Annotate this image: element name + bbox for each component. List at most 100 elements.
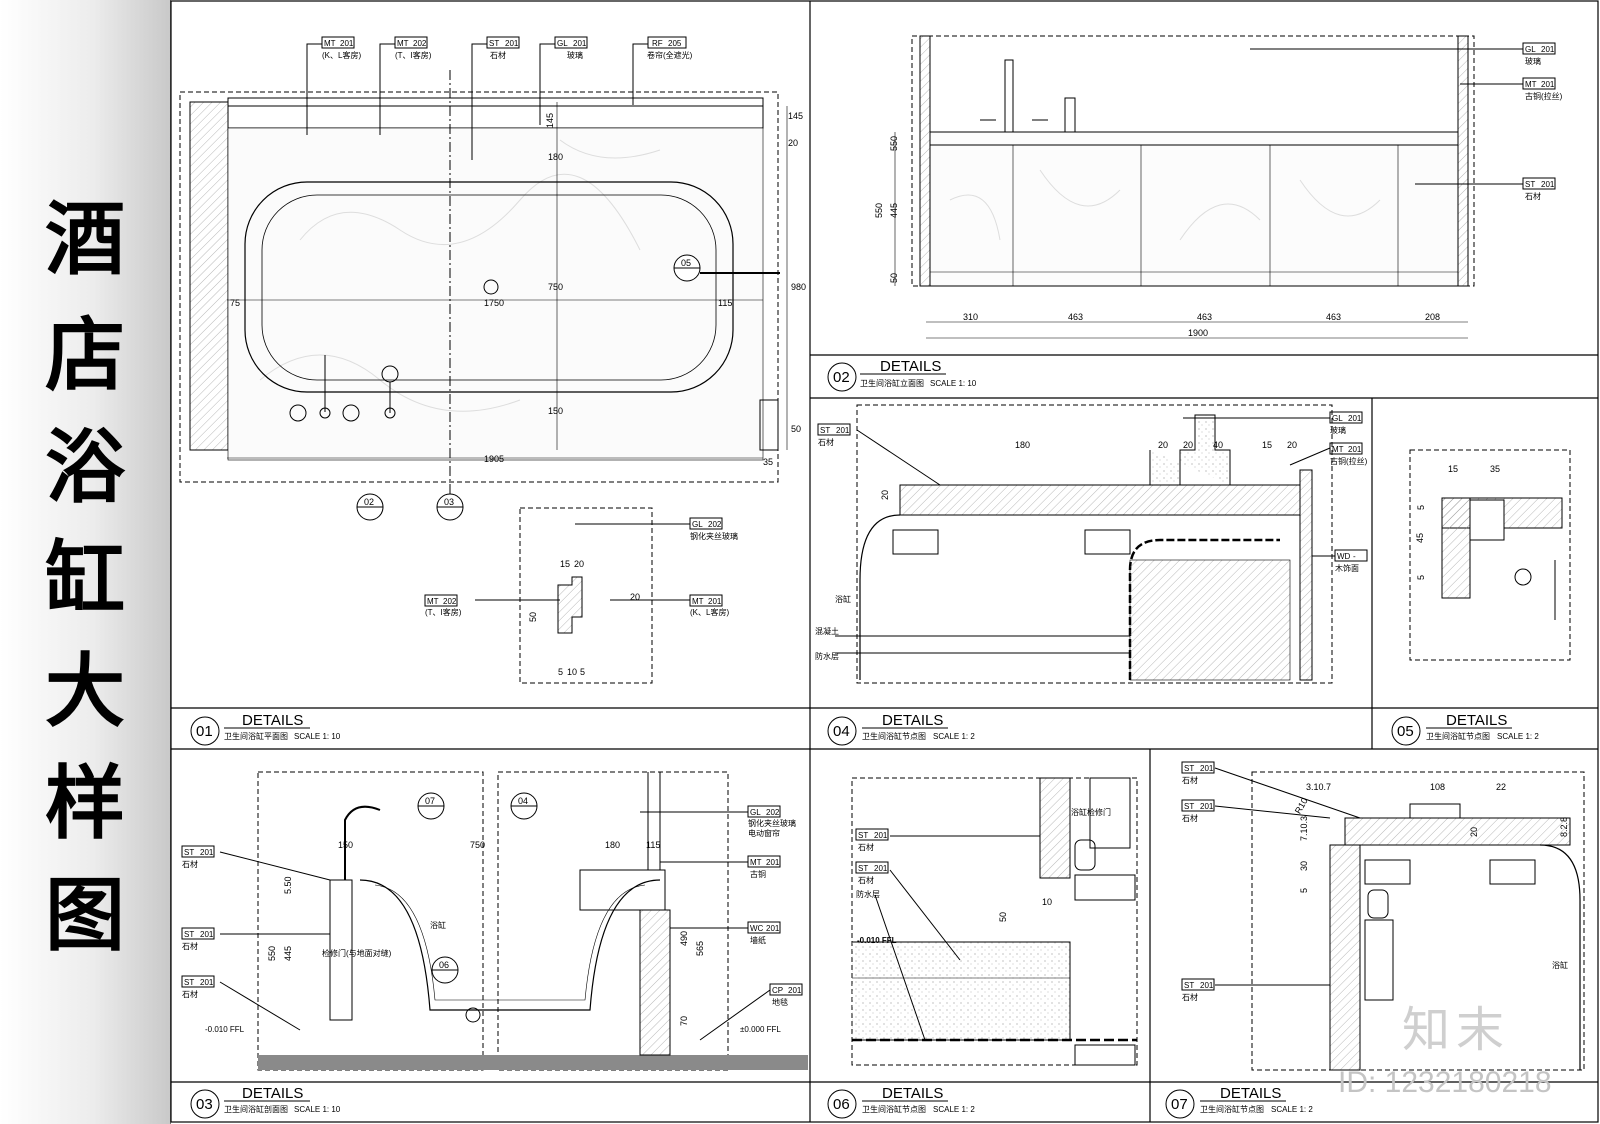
watermark-logo: 知末 xyxy=(1402,1002,1511,1058)
drawing-label: 201 xyxy=(708,597,722,606)
drawing-label: MT xyxy=(750,858,762,867)
drawing-label: SCALE 1: 10 xyxy=(930,379,977,388)
drawing-label: MT xyxy=(397,39,409,48)
drawing-label: WC xyxy=(750,924,764,933)
drawing-label: 8.2.8 xyxy=(1559,817,1569,837)
drawing-label: 15 xyxy=(560,559,570,569)
drawing-label: ST xyxy=(1184,981,1194,990)
title-char: 酒 xyxy=(45,193,125,286)
drawing-label: -0.010 FFL xyxy=(205,1025,245,1034)
drawing-label: 463 xyxy=(1068,312,1083,322)
drawing-label: 05 xyxy=(1397,723,1414,740)
watermark-id: ID: 1232180218 xyxy=(1338,1066,1552,1099)
drawing-label: 浴缸 xyxy=(1552,960,1568,970)
drawing-label: ST xyxy=(489,39,499,48)
drawing-label: 40 xyxy=(1213,440,1223,450)
drawing-label: DETAILS xyxy=(242,1085,303,1102)
drawing-label: 3.10.7 xyxy=(1306,782,1331,792)
drawing-label: GL xyxy=(1525,45,1536,54)
drawing-label: 201 xyxy=(1200,981,1214,990)
drawing-label: 201 xyxy=(1541,80,1555,89)
drawing-label: 石材 xyxy=(1182,992,1198,1002)
drawing-label: 150 xyxy=(338,840,353,850)
drawing-label: 201 xyxy=(200,848,214,857)
section-callout-02: 02 xyxy=(356,493,384,521)
drawing-label: 石材 xyxy=(1182,813,1198,823)
drawing-label: 03 xyxy=(444,497,454,507)
dim-label: 180 xyxy=(548,152,563,162)
drawing-label: 玻璃 xyxy=(1330,425,1346,435)
title-char: 样 xyxy=(45,757,125,850)
dim-label: 1905 xyxy=(484,454,504,464)
drawing-label: DETAILS xyxy=(1220,1085,1281,1102)
drawing-label: 201 xyxy=(874,864,888,873)
title-char: 大 xyxy=(45,645,125,738)
drawing-label: DETAILS xyxy=(880,358,941,375)
sheet-frame xyxy=(170,0,1599,1123)
title-char: 浴 xyxy=(45,421,125,514)
dim-label: 35 xyxy=(763,457,773,467)
drawing-label: 70 xyxy=(679,1016,689,1026)
drawing-label: ST xyxy=(184,930,194,939)
drawing-label: 古铜(拉丝) xyxy=(1330,456,1368,466)
drawing-label: 卷帘(全遮光) xyxy=(647,50,693,60)
drawing-label: 02 xyxy=(364,497,374,507)
drawing-label: 445 xyxy=(889,203,899,218)
drawing-label: MT xyxy=(1332,445,1344,454)
drawing-label: 202 xyxy=(413,39,427,48)
drawing-label: RF xyxy=(652,39,663,48)
drawing-label: 卫生间浴缸立面图 xyxy=(860,378,924,388)
dim-label: 1750 xyxy=(484,298,504,308)
drawing-label: 卫生间浴缸剖面图 xyxy=(224,1104,288,1114)
drawing-label: 490 xyxy=(679,931,689,946)
dim-label: 150 xyxy=(548,406,563,416)
drawing-label: 45 xyxy=(1415,533,1425,543)
drawing-label: 15 xyxy=(1262,440,1272,450)
title-char: 缸 xyxy=(45,533,125,626)
drawing-label: 钢化夹丝玻璃 xyxy=(690,531,738,541)
drawing-label: 201 xyxy=(1200,764,1214,773)
drawing-label: 201 xyxy=(573,39,587,48)
material-tag: WD-木饰面 xyxy=(1312,549,1368,573)
drawing-label: 07 xyxy=(1171,1096,1188,1113)
drawing-label: 防水层 xyxy=(856,889,880,899)
drawing-label: ST xyxy=(1184,802,1194,811)
drawing-label: SCALE 1: 10 xyxy=(294,732,341,741)
drawing-label: 202 xyxy=(443,597,457,606)
drawing-label: GL xyxy=(557,39,568,48)
drawing-label: (T、I客房) xyxy=(425,607,462,617)
drawing-label: 201 xyxy=(1541,180,1555,189)
drawing-label: 15 xyxy=(1448,464,1458,474)
drawing-label: 550 xyxy=(267,946,277,961)
drawing-label: ST xyxy=(184,978,194,987)
faucet-icon xyxy=(980,59,1076,133)
drawing-label: 7.10.3 xyxy=(1299,816,1309,841)
drawing-label: 201 xyxy=(1348,445,1362,454)
dim-label: 980 xyxy=(791,282,806,292)
drawing-label: 115 xyxy=(646,840,660,850)
drawing-label: 201 xyxy=(1200,802,1214,811)
drawing-label: R10 xyxy=(1293,796,1310,815)
section-callout-03: 03 xyxy=(436,493,464,521)
drawing-label: 35 xyxy=(1490,464,1500,474)
drawing-label: DETAILS xyxy=(1446,712,1507,729)
drawing-label: (K、L客房) xyxy=(322,50,361,60)
drawing-label: 201 xyxy=(766,858,780,867)
drawing-label: 202 xyxy=(708,520,722,529)
drawing-label: 混凝土 xyxy=(815,626,839,636)
drawing-label: 201 xyxy=(505,39,519,48)
drawing-label: 1900 xyxy=(1188,328,1208,338)
